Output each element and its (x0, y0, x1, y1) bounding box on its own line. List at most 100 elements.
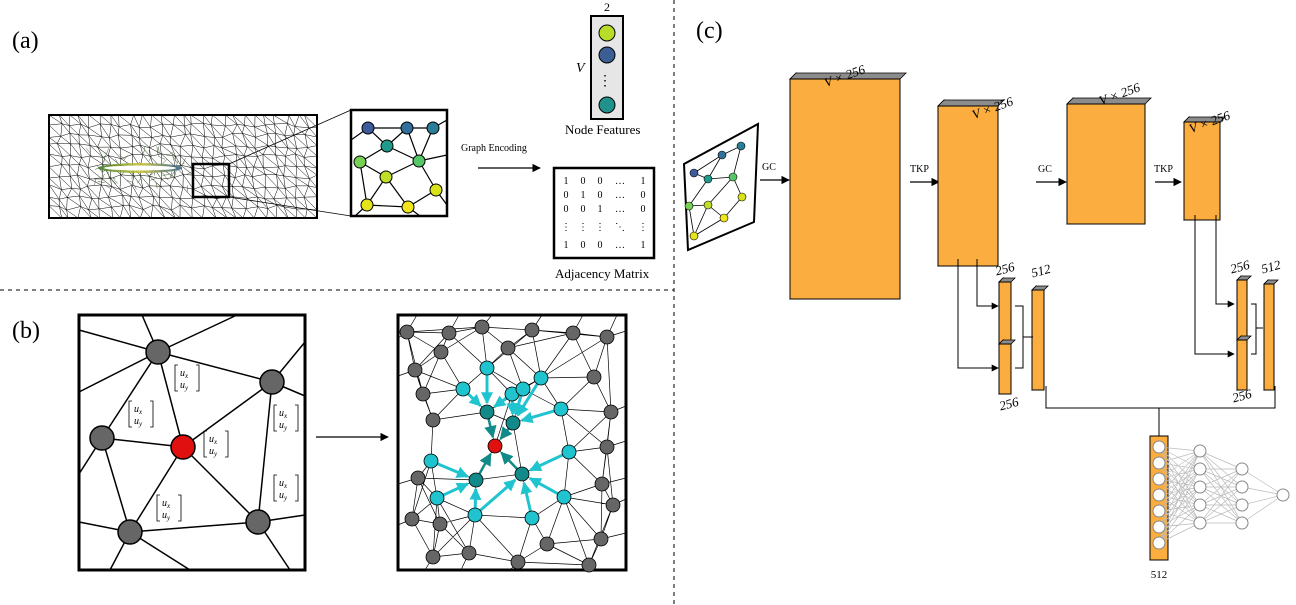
fc-neuron (1193, 462, 1207, 476)
fc-neuron (1152, 440, 1166, 454)
mesh-node (539, 536, 555, 552)
neighbor-node (524, 510, 540, 526)
adjacency-cell: 1 (581, 190, 586, 201)
fc-neuron (1152, 456, 1166, 470)
op-tkp-1: TKP (910, 164, 929, 175)
op-tkp-2: TKP (1154, 164, 1173, 175)
neighbor-node (423, 453, 439, 469)
adjacency-cell: 0 (598, 240, 603, 251)
vec-ux: ux (180, 368, 189, 380)
fc-neuron (1193, 444, 1207, 458)
mesh-node (425, 412, 441, 428)
adjacency-cell: 0 (598, 176, 603, 187)
fc-neuron (1152, 520, 1166, 534)
fc-neuron (1193, 516, 1207, 530)
feature-dim-left: V (576, 61, 586, 76)
mesh-node (441, 325, 457, 341)
right-mid-512: 512 (1259, 257, 1282, 277)
zoom-box (191, 162, 231, 199)
fully-connected-network: 512 (1149, 435, 1290, 581)
mesh-node (524, 322, 540, 338)
fc-neuron (1235, 462, 1249, 476)
vec-uy: uy (134, 416, 143, 428)
node-features: ⋮ 2 V Node Features (565, 0, 640, 137)
vec-ux: ux (209, 434, 218, 446)
left-mid-512: 512 (1029, 261, 1052, 281)
adjacency-cell: ⋮ (578, 222, 588, 233)
small-block-r2 (1236, 335, 1252, 391)
neighbor-node (553, 401, 569, 417)
first-hop-node (479, 404, 495, 420)
adjacency-cell: 1 (564, 240, 569, 251)
vec-ux: ux (134, 404, 143, 416)
adjacency-cell: 0 (641, 204, 646, 215)
vec-ux: ux (279, 408, 288, 420)
left-bottom-256: 256 (997, 394, 1020, 414)
adjacency-cell: … (615, 190, 625, 201)
mesh-node (500, 340, 516, 356)
vec-ux: ux (162, 498, 171, 510)
mesh-node (415, 386, 431, 402)
adjacency-title: Adjacency Matrix (555, 266, 650, 281)
adjacency-cell: … (615, 176, 625, 187)
fc-neuron (1235, 480, 1249, 494)
adjacency-cell: 0 (598, 190, 603, 201)
mesh-node (599, 439, 615, 455)
mesh-node (593, 531, 609, 547)
neighbor-node (479, 360, 495, 376)
feature-dots: ⋮ (598, 74, 612, 89)
message-passing-graph (396, 313, 628, 573)
adjacency-cell: ⋮ (595, 222, 605, 233)
fc-neuron (1235, 498, 1249, 512)
neighbor-node (515, 381, 531, 397)
vec-ux: ux (279, 478, 288, 490)
mesh-node (474, 319, 490, 335)
mesh-node (581, 557, 597, 573)
fc-neuron (1235, 516, 1249, 530)
mesh-node (605, 497, 621, 513)
fc-neuron (1193, 480, 1207, 494)
adjacency-cell: 0 (564, 204, 569, 215)
fc-neuron (1276, 488, 1290, 502)
input-graph (682, 122, 760, 252)
airfoil-mesh (48, 109, 352, 219)
first-hop-node (514, 466, 530, 482)
adjacency-cell: 0 (581, 176, 586, 187)
panel-a-label: (a) (12, 28, 39, 54)
fc-neuron (1193, 498, 1207, 512)
fc-neuron (1152, 504, 1166, 518)
neighbor-node (455, 381, 471, 397)
fc-neuron (1152, 488, 1166, 502)
op-gc-1: GC (762, 162, 776, 173)
vec-uy: uy (162, 510, 171, 522)
vec-uy: uy (209, 446, 218, 458)
adjacency-cell: … (615, 240, 625, 251)
node-features-title: Node Features (565, 122, 640, 137)
target-node (487, 438, 503, 454)
mesh-node (432, 516, 448, 532)
adjacency-cell: … (615, 204, 625, 215)
mesh-node (410, 470, 426, 486)
adjacency-cell: 0 (581, 204, 586, 215)
block-2 (937, 99, 1005, 267)
vec-uy: uy (279, 490, 288, 502)
mesh-node (404, 511, 420, 527)
left-top-256: 256 (993, 259, 1016, 279)
vec-uy: uy (180, 380, 189, 392)
neighbor-node (561, 444, 577, 460)
mesh-node (603, 404, 619, 420)
adjacency-cell: ⋮ (561, 222, 571, 233)
mesh-node (599, 329, 615, 345)
neighbor-node (467, 507, 483, 523)
mesh-node (461, 545, 477, 561)
fc-label: 512 (1151, 569, 1168, 581)
vec-uy: uy (279, 420, 288, 432)
neighbor-node (556, 489, 572, 505)
small-block-l2 (998, 339, 1016, 395)
adjacency-cell: ⋮ (638, 222, 648, 233)
first-hop-node (505, 415, 521, 431)
adjacency-cell: 0 (564, 190, 569, 201)
